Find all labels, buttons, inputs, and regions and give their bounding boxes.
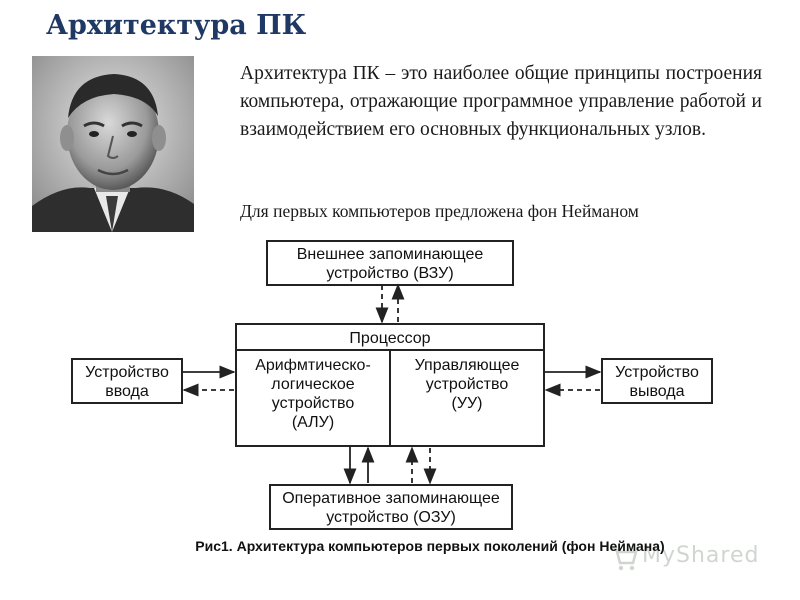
figure-caption: Рис1. Архитектура компьютеров первых пок… <box>195 538 665 554</box>
input-device-label-line1: Устройство <box>85 364 169 381</box>
definition-text: Архитектура ПК – это наиболее общие прин… <box>240 63 762 140</box>
main-memory-label-line1: Оперативное запоминающее <box>282 490 500 507</box>
control-unit-box: Управляющее устройство (УУ) <box>415 357 520 412</box>
processor-block: Процессор Арифмтическо- логическое устро… <box>235 323 545 447</box>
page-title: Архитектура ПК <box>46 10 307 41</box>
control-unit-label-line1: Управляющее <box>415 357 520 374</box>
alu-label-line1: Арифмтическо- <box>255 357 371 374</box>
cart-icon <box>611 546 638 571</box>
alu-box: Арифмтическо- логическое устройство (АЛУ… <box>255 357 371 431</box>
alu-label-line2: логическое <box>271 376 355 393</box>
output-device-label-line2: вывода <box>629 383 684 400</box>
external-memory-label-line2: устройство (ВЗУ) <box>326 265 453 282</box>
watermark-text: MyShared <box>642 543 760 568</box>
main-memory-box: Оперативное запоминающее устройство (ОЗУ… <box>269 484 513 530</box>
portrait-photo <box>32 56 194 232</box>
von-neumann-note: Для первых компьютеров предложена фон Не… <box>240 201 639 221</box>
output-device-label-line1: Устройство <box>615 364 699 381</box>
external-memory-box: Внешнее запоминающее устройство (ВЗУ) <box>266 240 514 286</box>
output-device-box: Устройство вывода <box>601 358 713 404</box>
main-memory-label-line2: устройство (ОЗУ) <box>326 509 456 526</box>
myshared-watermark: MyShared <box>608 543 768 575</box>
von-neumann-diagram: Внешнее запоминающее устройство (ВЗУ) Пр… <box>71 240 713 530</box>
control-unit-label-line3: (УУ) <box>452 395 483 412</box>
input-device-box: Устройство ввода <box>71 358 183 404</box>
processor-label: Процессор <box>349 330 430 347</box>
alu-label-line4: (АЛУ) <box>292 414 334 431</box>
external-memory-label-line1: Внешнее запоминающее <box>297 246 484 263</box>
alu-label-line3: устройство <box>272 395 355 412</box>
control-unit-label-line2: устройство <box>426 376 509 393</box>
input-device-label-line2: ввода <box>105 383 149 400</box>
